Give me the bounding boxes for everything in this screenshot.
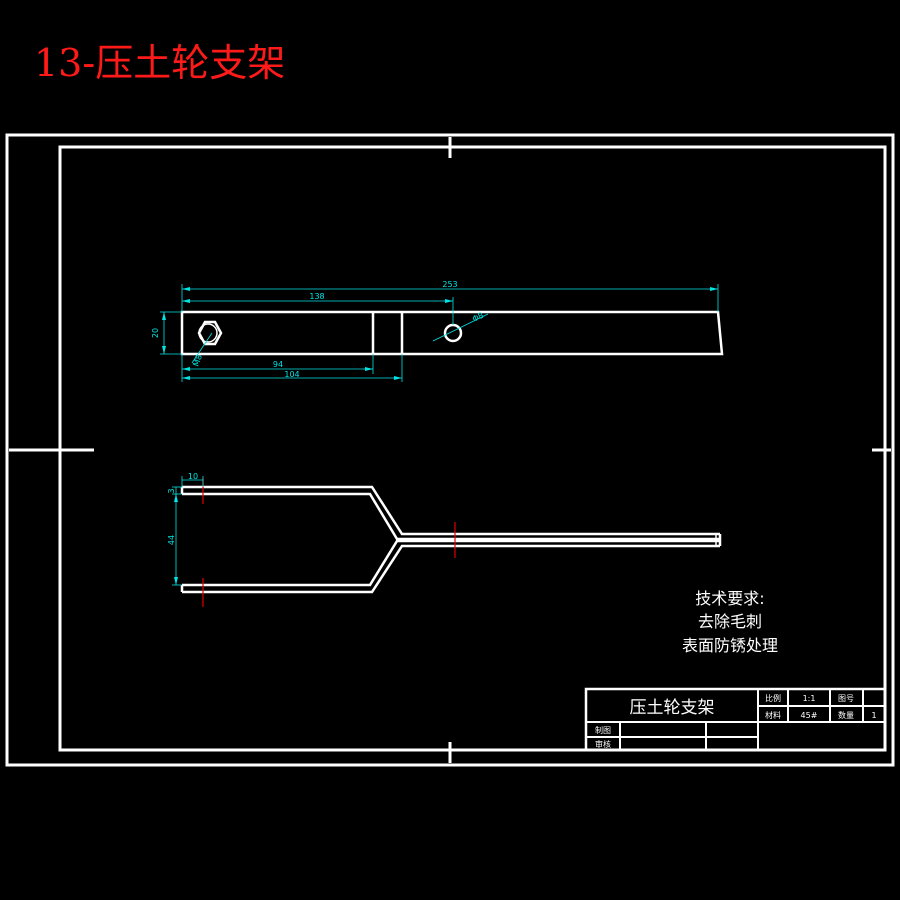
drawing-title: 13-压土轮支架 — [34, 41, 285, 85]
title-block-quantity-label: 数量 — [838, 710, 854, 720]
fork-view — [180, 485, 722, 594]
dim-fork-thickness: 10 — [188, 472, 198, 481]
dim-hole-diameter: Φ8 — [471, 311, 485, 324]
outer-border — [5, 133, 895, 767]
dim-fork-gap: 44 — [167, 535, 176, 545]
dim-overall-length: 253 — [442, 280, 457, 289]
title-block-scale-value: 1:1 — [803, 694, 816, 703]
bar-outline — [180, 310, 724, 356]
title-block: 压土轮支架 比例 1:1 图号 材料 45# 数量 1 制图 审核 — [584, 687, 887, 752]
leader-hex — [191, 332, 213, 364]
center-marks — [9, 137, 891, 763]
inner-border — [58, 145, 887, 752]
round-hole — [443, 323, 463, 343]
title-block-material-label: 材料 — [765, 710, 781, 720]
title-block-part-name: 压土轮支架 — [630, 698, 715, 718]
title-block-drawn-label: 制图 — [595, 725, 611, 735]
dim-hole-distance: 138 — [309, 292, 324, 301]
dim-slot-start: 94 — [273, 360, 283, 369]
title-block-drawing-no-label: 图号 — [838, 694, 854, 703]
tech-req-item-1: 去除毛刺 — [698, 612, 762, 631]
hex-hole-inner — [198, 323, 218, 343]
title-block-checked-label: 审核 — [595, 739, 611, 749]
title-block-material-value: 45# — [801, 711, 818, 720]
top-view-dimensions: 253 138 20 94 104 Φ8 M8 — [151, 280, 719, 382]
dim-slot-end: 104 — [284, 370, 299, 379]
technical-requirements: 技术要求: 去除毛刺 表面防锈处理 — [682, 589, 778, 655]
fork-centerlines — [202, 478, 456, 607]
tech-req-item-2: 表面防锈处理 — [682, 636, 778, 655]
title-block-quantity-value: 1 — [871, 711, 876, 720]
dim-fork-small: 3 — [167, 488, 176, 493]
dim-width: 20 — [151, 328, 160, 338]
leader-hole-diameter — [432, 313, 489, 342]
title-block-scale-label: 比例 — [765, 693, 781, 703]
fork-dimensions: 10 3 44 — [167, 472, 204, 586]
tech-req-heading: 技术要求: — [695, 589, 764, 608]
dim-hex-label: M8 — [191, 353, 204, 367]
top-view — [180, 310, 724, 356]
